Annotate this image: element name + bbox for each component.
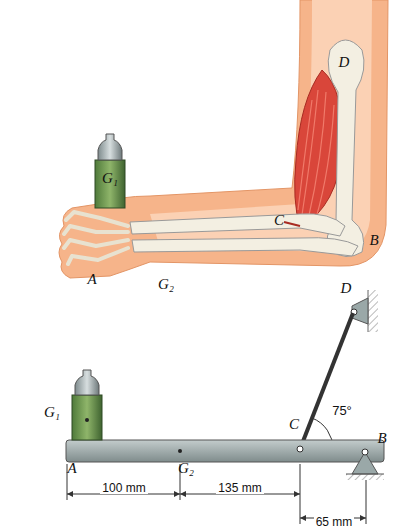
point-g2 (178, 449, 182, 453)
tendon (284, 222, 300, 226)
forearm-bar (66, 440, 384, 462)
point-label: B (369, 233, 378, 248)
can-cap-2 (75, 370, 99, 395)
can-body (95, 160, 125, 208)
point-label: D (341, 281, 352, 296)
point-label: G₂ (178, 461, 194, 476)
point-label: A (67, 461, 76, 476)
muscle-fibres (298, 90, 334, 220)
ulna-bone (132, 238, 358, 256)
dimension-label: 135 mm (216, 482, 263, 494)
pin-b (362, 449, 368, 455)
point-label: C (274, 213, 284, 228)
can-body-2 (72, 395, 102, 440)
dimension-lines (67, 464, 366, 524)
point-label: D (339, 55, 350, 70)
ground (346, 474, 384, 480)
arm-skin (59, 0, 388, 278)
wall (368, 290, 378, 332)
ground-line (346, 474, 384, 475)
dimension-label: 100 mm (100, 482, 147, 494)
pin-c (297, 446, 303, 452)
point-label: G₁ (102, 171, 118, 186)
pin-bracket-d (352, 298, 368, 324)
point-label: G₂ (158, 277, 174, 292)
point-label: G₁ (44, 405, 60, 420)
hand-bones (64, 212, 128, 264)
point-g1 (85, 418, 89, 422)
can-cap (98, 134, 122, 160)
point-label: B (377, 431, 386, 446)
muscle-link (300, 313, 353, 449)
point-label: C (289, 417, 299, 432)
dimension-label: 65 mm (314, 516, 355, 528)
radius-bone (130, 214, 345, 236)
biceps-muscle (295, 70, 343, 228)
point-label: A (87, 272, 96, 287)
point-label: 75° (332, 404, 352, 417)
